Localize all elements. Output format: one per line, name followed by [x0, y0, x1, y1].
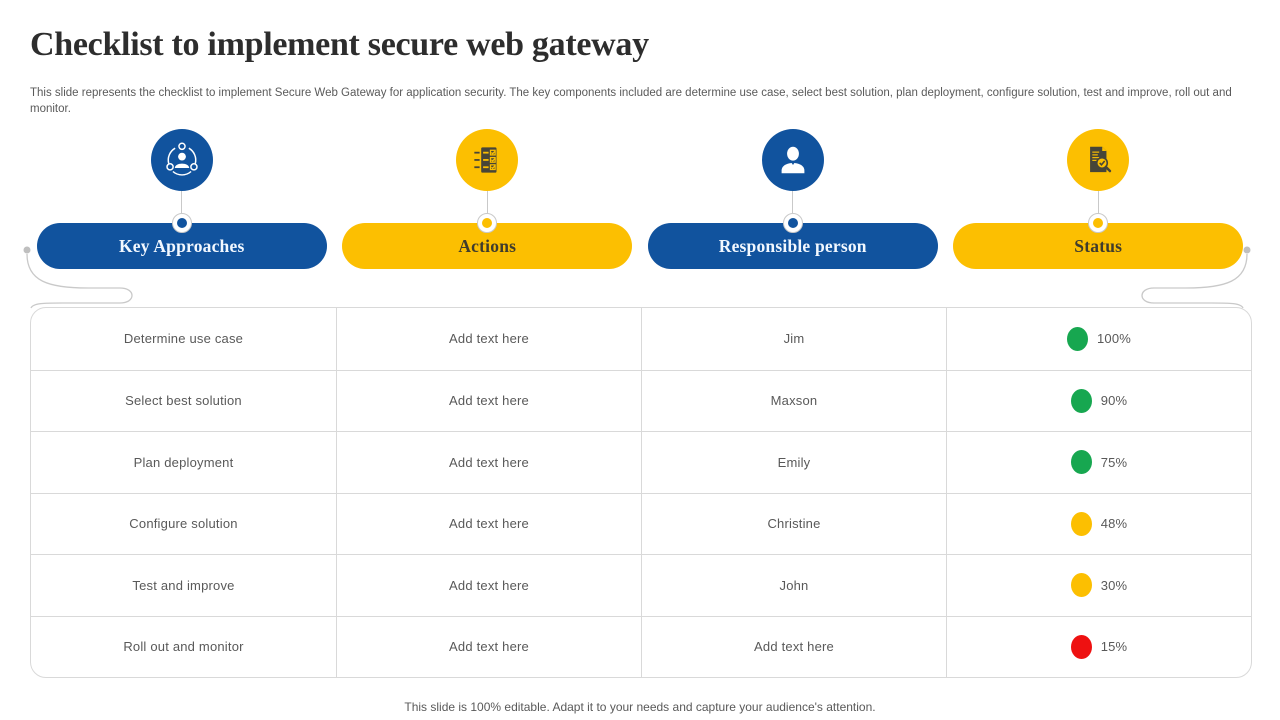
connector-line [486, 191, 488, 213]
cell-status: 90% [946, 370, 1251, 431]
cell-approach: Determine use case [123, 331, 244, 347]
cell-person: John [641, 555, 946, 616]
status-dot [1066, 326, 1088, 351]
cell-status: 100% [946, 308, 1251, 370]
status-percent: 15% [1100, 639, 1128, 655]
status-percent: 100% [1096, 331, 1132, 347]
column-key-approaches: Key Approaches [29, 129, 335, 269]
page-footer: This slide is 100% editable. Adapt it to… [404, 700, 876, 714]
cell-person: Emily [641, 432, 946, 493]
pill-label: Actions [458, 235, 517, 256]
cell-person: Christine [641, 493, 946, 554]
people-network-icon [150, 129, 213, 191]
table-row: Plan deployment Add text here Emily 75% [31, 431, 1251, 493]
cell-person: Maxson [641, 370, 946, 431]
status-dot [1070, 388, 1092, 413]
status-dot [1070, 450, 1092, 475]
connector-line [1097, 191, 1099, 213]
pill-label: Responsible person [718, 235, 867, 256]
status-percent: 48% [1100, 516, 1128, 532]
column-actions: Actions [335, 129, 641, 269]
pill-label: Status [1074, 235, 1123, 256]
checklist-table: Determine use case Add text here Jim 100… [30, 307, 1252, 678]
cell-approach: Plan deployment [133, 454, 234, 470]
cell-approach: Select best solution [125, 393, 242, 409]
document-check-icon [1067, 129, 1130, 191]
pill-label: Key Approaches [119, 235, 245, 256]
cell-person-placeholder[interactable]: Add text here [641, 616, 946, 677]
cell-action-placeholder[interactable]: Add text here [336, 370, 641, 431]
status-percent: 30% [1100, 577, 1128, 593]
cell-action-placeholder[interactable]: Add text here [336, 493, 641, 554]
header-columns: Key Approaches [29, 129, 1251, 269]
table-row: Select best solution Add text here Maxso… [31, 369, 1251, 431]
connector-ring [1088, 213, 1109, 233]
cell-action-placeholder[interactable]: Add text here [336, 555, 641, 616]
cell-status: 48% [946, 493, 1251, 554]
cell-action-placeholder[interactable]: Add text here [336, 432, 641, 493]
connector-dot [482, 218, 493, 228]
cell-approach: Roll out and monitor [123, 639, 244, 655]
page-subtitle: This slide represents the checklist to i… [30, 87, 1232, 116]
connector-dot [1093, 218, 1104, 228]
cell-action-placeholder[interactable]: Add text here [336, 616, 641, 677]
person-icon [761, 129, 824, 191]
table-row: Determine use case Add text here Jim 100… [31, 308, 1251, 370]
table-row: Roll out and monitor Add text here Add t… [31, 615, 1251, 677]
connector-ring [171, 213, 192, 233]
cell-status: 30% [946, 555, 1251, 616]
connector-dot [787, 218, 798, 228]
cell-action-placeholder[interactable]: Add text here [336, 308, 641, 370]
status-dot [1070, 511, 1092, 536]
connector-line [792, 191, 794, 213]
page-title: Checklist to implement secure web gatewa… [30, 26, 649, 63]
status-percent: 75% [1100, 454, 1128, 470]
table-row: Test and improve Add text here John 30% [31, 554, 1251, 616]
status-dot [1070, 573, 1092, 598]
status-percent: 90% [1100, 393, 1128, 409]
connector-ring [477, 213, 498, 233]
connector-ring [782, 213, 803, 233]
cell-status: 15% [946, 616, 1251, 677]
column-responsible-person: Responsible person [640, 129, 946, 269]
connector-line [181, 191, 183, 213]
cell-status: 75% [946, 432, 1251, 493]
connector-dot [176, 218, 187, 228]
table-row: Configure solution Add text here Christi… [31, 492, 1251, 554]
cell-person: Jim [641, 308, 946, 370]
checklist-icon [456, 129, 519, 191]
cell-approach: Configure solution [129, 516, 238, 532]
cell-approach: Test and improve [132, 577, 235, 593]
column-status: Status [946, 129, 1252, 269]
status-dot [1070, 634, 1092, 659]
